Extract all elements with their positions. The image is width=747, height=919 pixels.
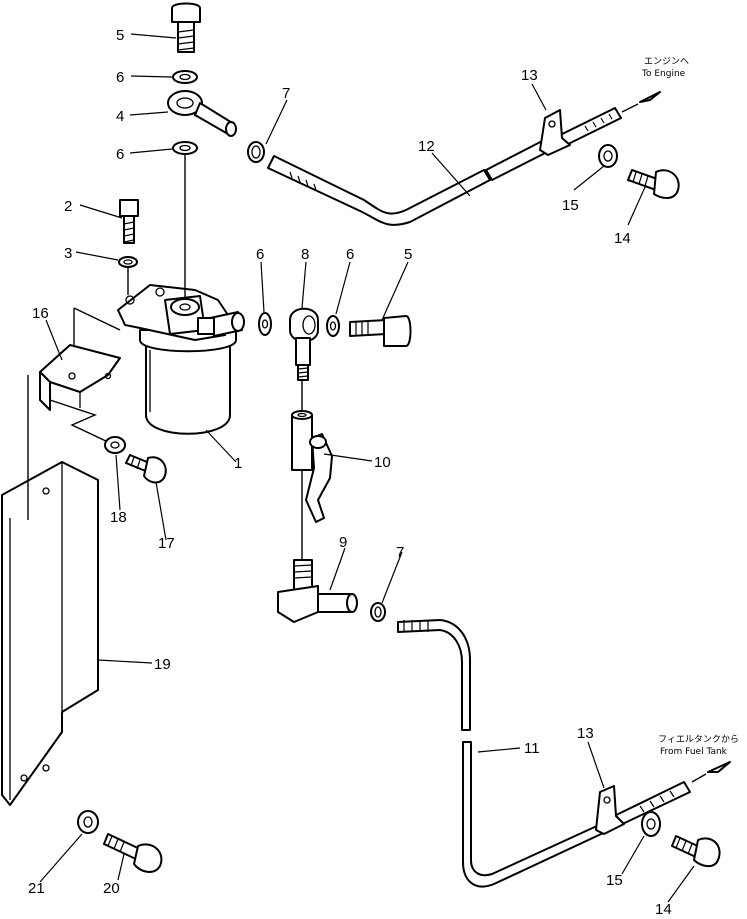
note-to-engine-en: To Engine	[641, 69, 686, 79]
note-to-engine-jp: エンジンへ	[644, 57, 689, 67]
fuel-filter-part-1	[117, 284, 245, 435]
label-part-6-left: 6	[256, 246, 264, 263]
part-number-labels: 5 6 4 6 7 12 13 15 14 2 3 6 8 6 5 16 1 1…	[28, 27, 672, 918]
bolt-part-20	[103, 833, 163, 873]
label-part-10: 10	[374, 454, 391, 471]
clip-part-7-lower	[370, 602, 386, 622]
label-part-19: 19	[154, 656, 171, 673]
label-part-12: 12	[418, 138, 435, 155]
hose-part-11	[397, 619, 615, 888]
label-part-14-upper: 14	[614, 230, 631, 247]
label-part-1: 1	[234, 455, 242, 472]
washer-part-15-lower	[641, 811, 661, 837]
label-part-3: 3	[64, 245, 72, 262]
bolt-part-5-middle	[349, 315, 412, 347]
label-part-5-middle: 5	[404, 246, 412, 263]
label-part-17: 17	[158, 535, 175, 552]
bracket-part-16	[27, 307, 121, 520]
washer-part-6-right	[326, 315, 340, 337]
flow-notes: エンジンへ To Engine フィエルタンクから From Fuel Tank	[641, 57, 739, 757]
label-part-15-lower: 15	[606, 872, 623, 889]
label-part-14-lower: 14	[655, 901, 672, 918]
clamp-part-13-lower	[595, 785, 625, 835]
label-part-15-upper: 15	[562, 197, 579, 214]
washer-part-15-upper	[598, 144, 618, 168]
banjo-fitting-part-4	[167, 90, 237, 137]
bracket-part-19	[1, 461, 99, 806]
elbow-fitting-part-9	[277, 559, 358, 623]
label-part-13-lower: 13	[577, 725, 594, 742]
label-part-6-lower: 6	[116, 146, 124, 163]
washer-part-6-left	[258, 312, 272, 336]
label-part-4: 4	[116, 108, 124, 125]
note-from-tank-en: From Fuel Tank	[660, 747, 728, 757]
valve-part-10	[291, 410, 333, 523]
clamp-part-13-upper	[539, 109, 571, 156]
bolt-part-14-upper	[627, 169, 680, 199]
washer-part-18	[104, 436, 126, 454]
washer-part-6-lower	[172, 141, 198, 155]
label-part-13-upper: 13	[521, 67, 538, 84]
label-part-7-lower: 7	[396, 544, 404, 561]
clip-part-7-upper	[247, 141, 265, 163]
label-part-8: 8	[301, 246, 309, 263]
label-part-6-top: 6	[116, 69, 124, 86]
label-part-21: 21	[28, 880, 45, 897]
hose-part-12	[267, 137, 556, 226]
note-from-tank-jp: フィエルタンクから	[658, 734, 739, 745]
bolt-part-17	[125, 454, 167, 484]
label-part-20: 20	[103, 880, 120, 897]
washer-part-3	[118, 256, 138, 268]
label-part-2: 2	[64, 198, 72, 215]
label-part-16: 16	[32, 305, 49, 322]
leader-lines	[39, 33, 695, 903]
bolt-part-14-lower	[671, 835, 721, 867]
banjo-fitting-part-8	[289, 307, 319, 381]
label-part-11: 11	[524, 740, 540, 757]
label-part-5-top: 5	[116, 27, 124, 44]
label-part-9: 9	[339, 534, 347, 551]
washer-part-21	[77, 810, 99, 834]
bolt-part-2	[119, 199, 139, 244]
label-part-18: 18	[110, 509, 127, 526]
label-part-6-right: 6	[346, 246, 354, 263]
bolt-part-5-top	[171, 2, 201, 53]
tube-from-fuel-tank	[609, 761, 731, 829]
washer-part-6-top	[172, 70, 198, 84]
label-part-7-upper: 7	[282, 85, 290, 102]
